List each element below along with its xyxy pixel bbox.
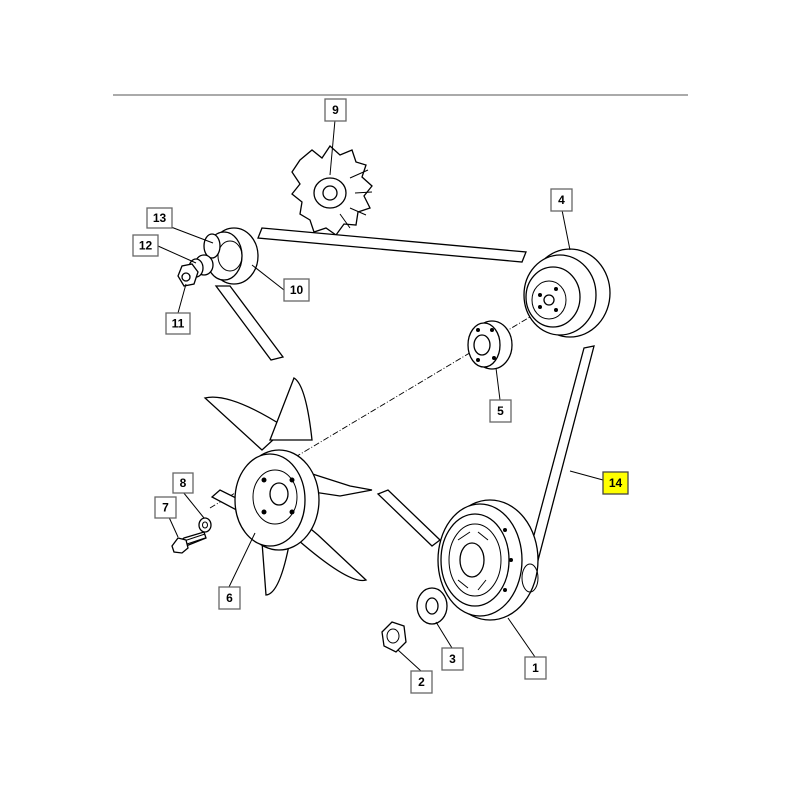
callout-3[interactable]: 3 bbox=[441, 647, 464, 671]
callout-label: 6 bbox=[226, 591, 233, 605]
callout-4[interactable]: 4 bbox=[550, 188, 573, 212]
crank-nut bbox=[381, 621, 407, 653]
callout-13[interactable]: 13 bbox=[146, 207, 173, 229]
crankshaft-pulley bbox=[437, 499, 539, 621]
callout-label: 14 bbox=[609, 476, 623, 490]
fan-bolt-and-washer bbox=[171, 517, 212, 554]
callout-label: 10 bbox=[290, 283, 304, 297]
callout-label: 11 bbox=[172, 317, 185, 331]
callout-label: 1 bbox=[532, 661, 539, 675]
drive-belt-lower bbox=[376, 489, 442, 547]
callout-12[interactable]: 12 bbox=[132, 234, 159, 257]
alternator-fan bbox=[291, 145, 373, 236]
callout-label: 7 bbox=[162, 501, 169, 515]
alternator-pulley-assembly bbox=[177, 227, 285, 361]
drive-belt[interactable] bbox=[525, 345, 595, 569]
callout-1[interactable]: 1 bbox=[524, 656, 547, 680]
callout-6[interactable]: 6 bbox=[218, 586, 241, 610]
callout-label: 5 bbox=[497, 404, 504, 418]
cooling-fan bbox=[203, 377, 373, 596]
callout-label: 8 bbox=[180, 476, 187, 490]
callout-8[interactable]: 8 bbox=[172, 472, 194, 494]
crank-washer bbox=[416, 587, 448, 625]
water-pump-pulley bbox=[523, 248, 611, 338]
callout-7[interactable]: 7 bbox=[154, 496, 177, 519]
fan-spacer bbox=[467, 320, 513, 370]
assembly-axis bbox=[209, 307, 546, 509]
callout-5[interactable]: 5 bbox=[489, 399, 512, 423]
callout-label: 4 bbox=[558, 193, 565, 207]
callout-label: 2 bbox=[418, 675, 425, 689]
callout-9[interactable]: 9 bbox=[324, 98, 347, 122]
callout-10[interactable]: 10 bbox=[283, 278, 310, 302]
callout-label: 13 bbox=[153, 211, 167, 225]
callout-label: 3 bbox=[449, 652, 456, 666]
alternator-belt bbox=[257, 227, 527, 263]
callout-11[interactable]: 11 bbox=[165, 312, 191, 335]
callout-2[interactable]: 2 bbox=[410, 670, 433, 694]
callout-14-highlighted[interactable]: 14 bbox=[602, 471, 629, 495]
callout-label: 12 bbox=[139, 239, 153, 253]
callout-label: 9 bbox=[332, 103, 339, 117]
